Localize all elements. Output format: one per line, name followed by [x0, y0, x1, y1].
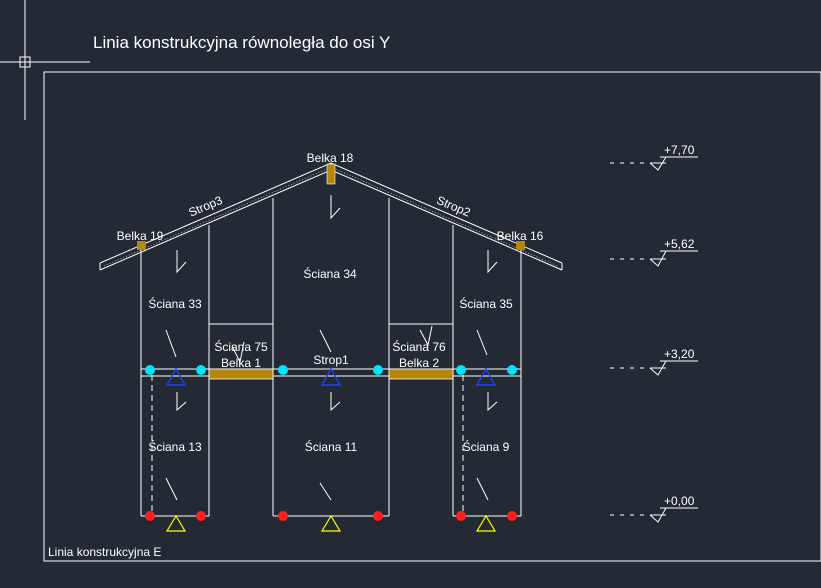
base-supports[interactable] — [165, 514, 497, 532]
label-wall-13: Ściana 13 — [148, 439, 202, 454]
label-wall-35: Ściana 35 — [459, 296, 513, 311]
label-wall-75: Ściana 75 — [214, 339, 268, 354]
page-title: Linia konstrukcyjna równoległa do osi Y — [93, 33, 391, 52]
label-slab-3: Strop3 — [186, 193, 224, 220]
label-wall-11: Ściana 11 — [305, 439, 358, 454]
mid-supports[interactable] — [165, 367, 497, 386]
label-wall-34: Ściana 34 — [303, 266, 357, 281]
wall-marks — [165, 195, 498, 501]
beam-18[interactable] — [326, 163, 336, 185]
label-beam-2: Belka 2 — [399, 356, 439, 370]
wall-hidden-lines — [151, 375, 464, 516]
level-label-2: +5,62 — [664, 237, 695, 251]
label-wall-9: Ściana 9 — [463, 439, 510, 454]
label-beam-1: Belka 1 — [221, 356, 261, 370]
frame-label: Linia konstrukcyjna E — [48, 545, 161, 559]
beam-2[interactable] — [388, 368, 454, 380]
beam-16[interactable] — [516, 241, 525, 250]
label-beam-16: Belka 16 — [497, 229, 544, 243]
label-slab-1: Strop1 — [313, 353, 349, 367]
ucs-cursor-icon — [0, 0, 90, 120]
label-wall-33: Ściana 33 — [148, 296, 202, 311]
level-markers — [610, 156, 698, 523]
drawing-frame — [43, 71, 821, 562]
base-nodes[interactable] — [145, 511, 517, 521]
level-label-4: +0,00 — [664, 494, 695, 508]
label-beam-19: Belka 19 — [117, 229, 164, 243]
label-beam-18: Belka 18 — [307, 151, 354, 165]
beam-19[interactable] — [137, 241, 146, 250]
level-label-3: +3,20 — [664, 347, 695, 361]
label-wall-76: Ściana 76 — [392, 339, 446, 354]
level-label-1: +7,70 — [664, 143, 695, 157]
beam-1[interactable] — [208, 368, 274, 380]
slab-nodes[interactable] — [145, 365, 517, 375]
